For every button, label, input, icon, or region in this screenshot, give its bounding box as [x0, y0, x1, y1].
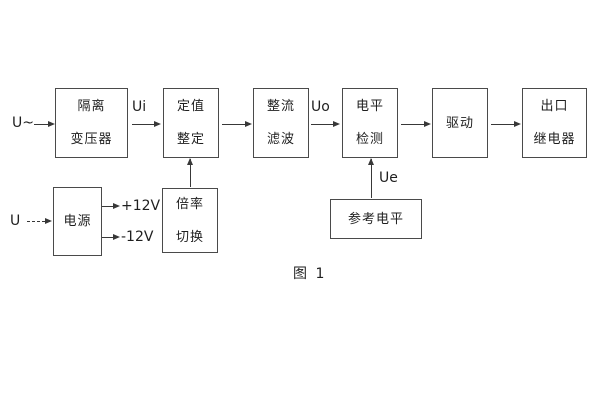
- block-label: 参考电平: [347, 211, 404, 227]
- block-ratio-switch: 倍率 切换: [162, 188, 218, 253]
- block-label: 出口: [540, 99, 569, 114]
- block-power-supply: 电源: [53, 187, 102, 256]
- block-label: 倍率: [175, 196, 204, 212]
- arrow-setting-to-rectifier: [222, 121, 252, 127]
- arrow-ui: [132, 121, 161, 127]
- block-label: 整流: [266, 99, 295, 114]
- label-ac-input: U~: [12, 115, 34, 131]
- block-label: 整定: [176, 132, 205, 147]
- arrow-plus-12v: [102, 203, 120, 209]
- arrow-detect-to-drive: [401, 121, 431, 127]
- block-label: 驱动: [445, 115, 474, 131]
- block-setting-adjustment: 定值 整定: [163, 88, 219, 158]
- block-label: 电源: [63, 214, 92, 229]
- block-label: 变压器: [70, 132, 113, 147]
- label-ue: Ue: [379, 170, 398, 186]
- block-reference-level: 参考电平: [330, 199, 422, 239]
- block-label: 定值: [176, 99, 205, 114]
- label-uo: Uo: [311, 99, 330, 115]
- block-output-relay: 出口 继电器: [522, 88, 587, 158]
- figure-caption: 图 1: [293, 266, 327, 282]
- block-label: 电平: [355, 99, 384, 114]
- block-drive: 驱动: [432, 88, 488, 158]
- block-label: 检测: [355, 132, 384, 147]
- block-label: 切换: [175, 229, 204, 245]
- label-minus-12v: -12V: [121, 229, 154, 245]
- block-level-detection: 电平 检测: [342, 88, 398, 158]
- block-label: 滤波: [266, 132, 295, 147]
- arrow-ue-reference-to-detect: [368, 158, 374, 198]
- block-label: 继电器: [533, 132, 576, 147]
- label-dc-input: U: [10, 213, 21, 229]
- arrow-drive-to-relay: [491, 121, 521, 127]
- block-isolation-transformer: 隔离 变压器: [55, 88, 128, 158]
- label-ui: Ui: [132, 99, 147, 115]
- arrow-minus-12v: [102, 234, 120, 240]
- arrow-ratio-to-setting: [187, 158, 193, 187]
- block-rectifier-filter: 整流 滤波: [253, 88, 309, 158]
- block-label: 隔离: [77, 99, 106, 114]
- arrow-uo: [311, 121, 340, 127]
- label-plus-12v: +12V: [121, 198, 161, 214]
- arrow-dc-input: [27, 218, 52, 224]
- arrow-ac-input: [34, 121, 55, 127]
